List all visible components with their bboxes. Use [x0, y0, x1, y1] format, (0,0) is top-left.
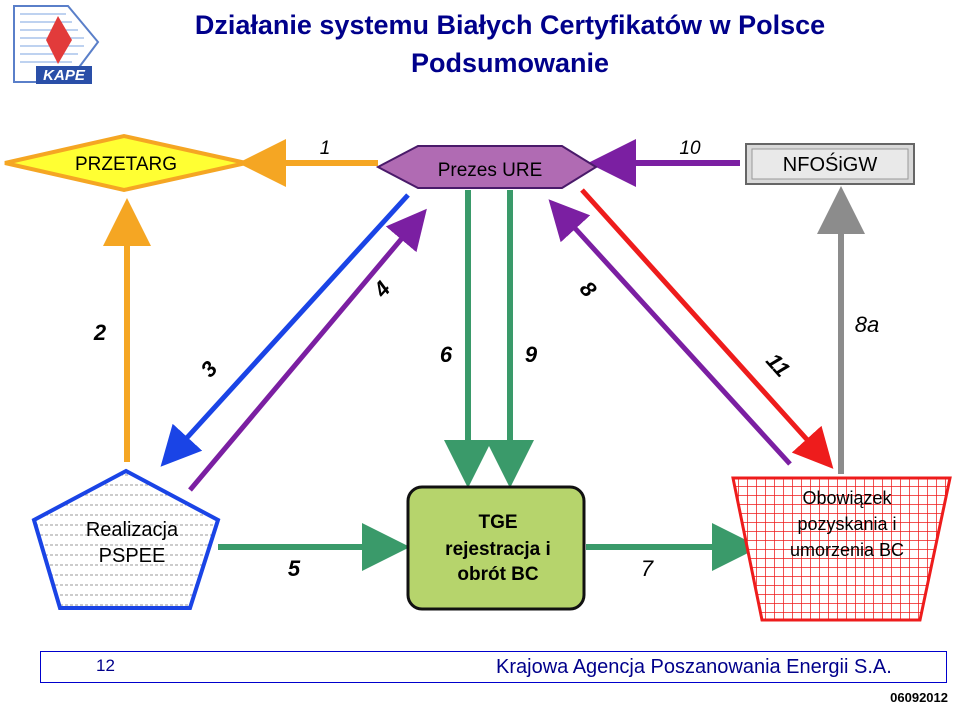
arrow-11	[580, 188, 834, 469]
obowiazek-line2: pozyskania i	[797, 514, 896, 534]
label-4: 4	[368, 276, 395, 303]
label-1: 1	[320, 138, 331, 159]
label-8: 8	[575, 276, 602, 302]
realizacja-line2: PSPEE	[99, 545, 166, 567]
footer-bar	[40, 651, 947, 683]
tge-line3: obrót BC	[457, 564, 539, 585]
label-8a: 8a	[855, 312, 879, 337]
label-2: 2	[93, 320, 107, 345]
label-10: 10	[679, 138, 701, 159]
obowiazek-line3: umorzenia BC	[790, 540, 904, 560]
page-number: 12	[96, 656, 115, 675]
realizacja-line1: Realizacja	[86, 519, 179, 541]
arrow-3	[160, 193, 410, 467]
logo-text: KAPE	[43, 67, 86, 84]
slide-subtitle: Podsumowanie	[410, 48, 610, 78]
node-przetarg: PRZETARG	[4, 133, 247, 193]
label-6: 6	[440, 342, 453, 367]
node-realizacja: Realizacja PSPEE	[31, 468, 221, 610]
arrow-8	[548, 199, 792, 466]
tge-line2: rejestracja i	[445, 539, 551, 560]
prezes-ure-label: Prezes URE	[438, 160, 543, 181]
label-5: 5	[288, 556, 301, 581]
label-7: 7	[641, 556, 654, 581]
nfosigw-label: NFOŚiGW	[783, 152, 878, 176]
document-code: 06092012	[890, 690, 948, 705]
kape-logo: KAPE	[13, 5, 100, 84]
node-prezes-ure: Prezes URE	[375, 145, 598, 189]
node-nfosigw: NFOŚiGW	[745, 143, 915, 185]
przetarg-label: PRZETARG	[75, 154, 177, 175]
slide-title: Działanie systemu Białych Certyfikatów w…	[194, 10, 826, 40]
footer-organization: Krajowa Agencja Poszanowania Energii S.A…	[496, 656, 892, 678]
label-11: 11	[761, 348, 795, 382]
flame-icon	[46, 16, 72, 64]
arrow-4	[188, 208, 427, 492]
obowiazek-line1: Obowiązek	[802, 488, 892, 508]
label-3: 3	[195, 356, 222, 382]
node-tge: TGE rejestracja i obrót BC	[406, 485, 586, 611]
label-9: 9	[525, 342, 538, 367]
node-obowiazek: Obowiązek pozyskania i umorzenia BC	[731, 476, 952, 622]
tge-line1: TGE	[478, 512, 517, 533]
